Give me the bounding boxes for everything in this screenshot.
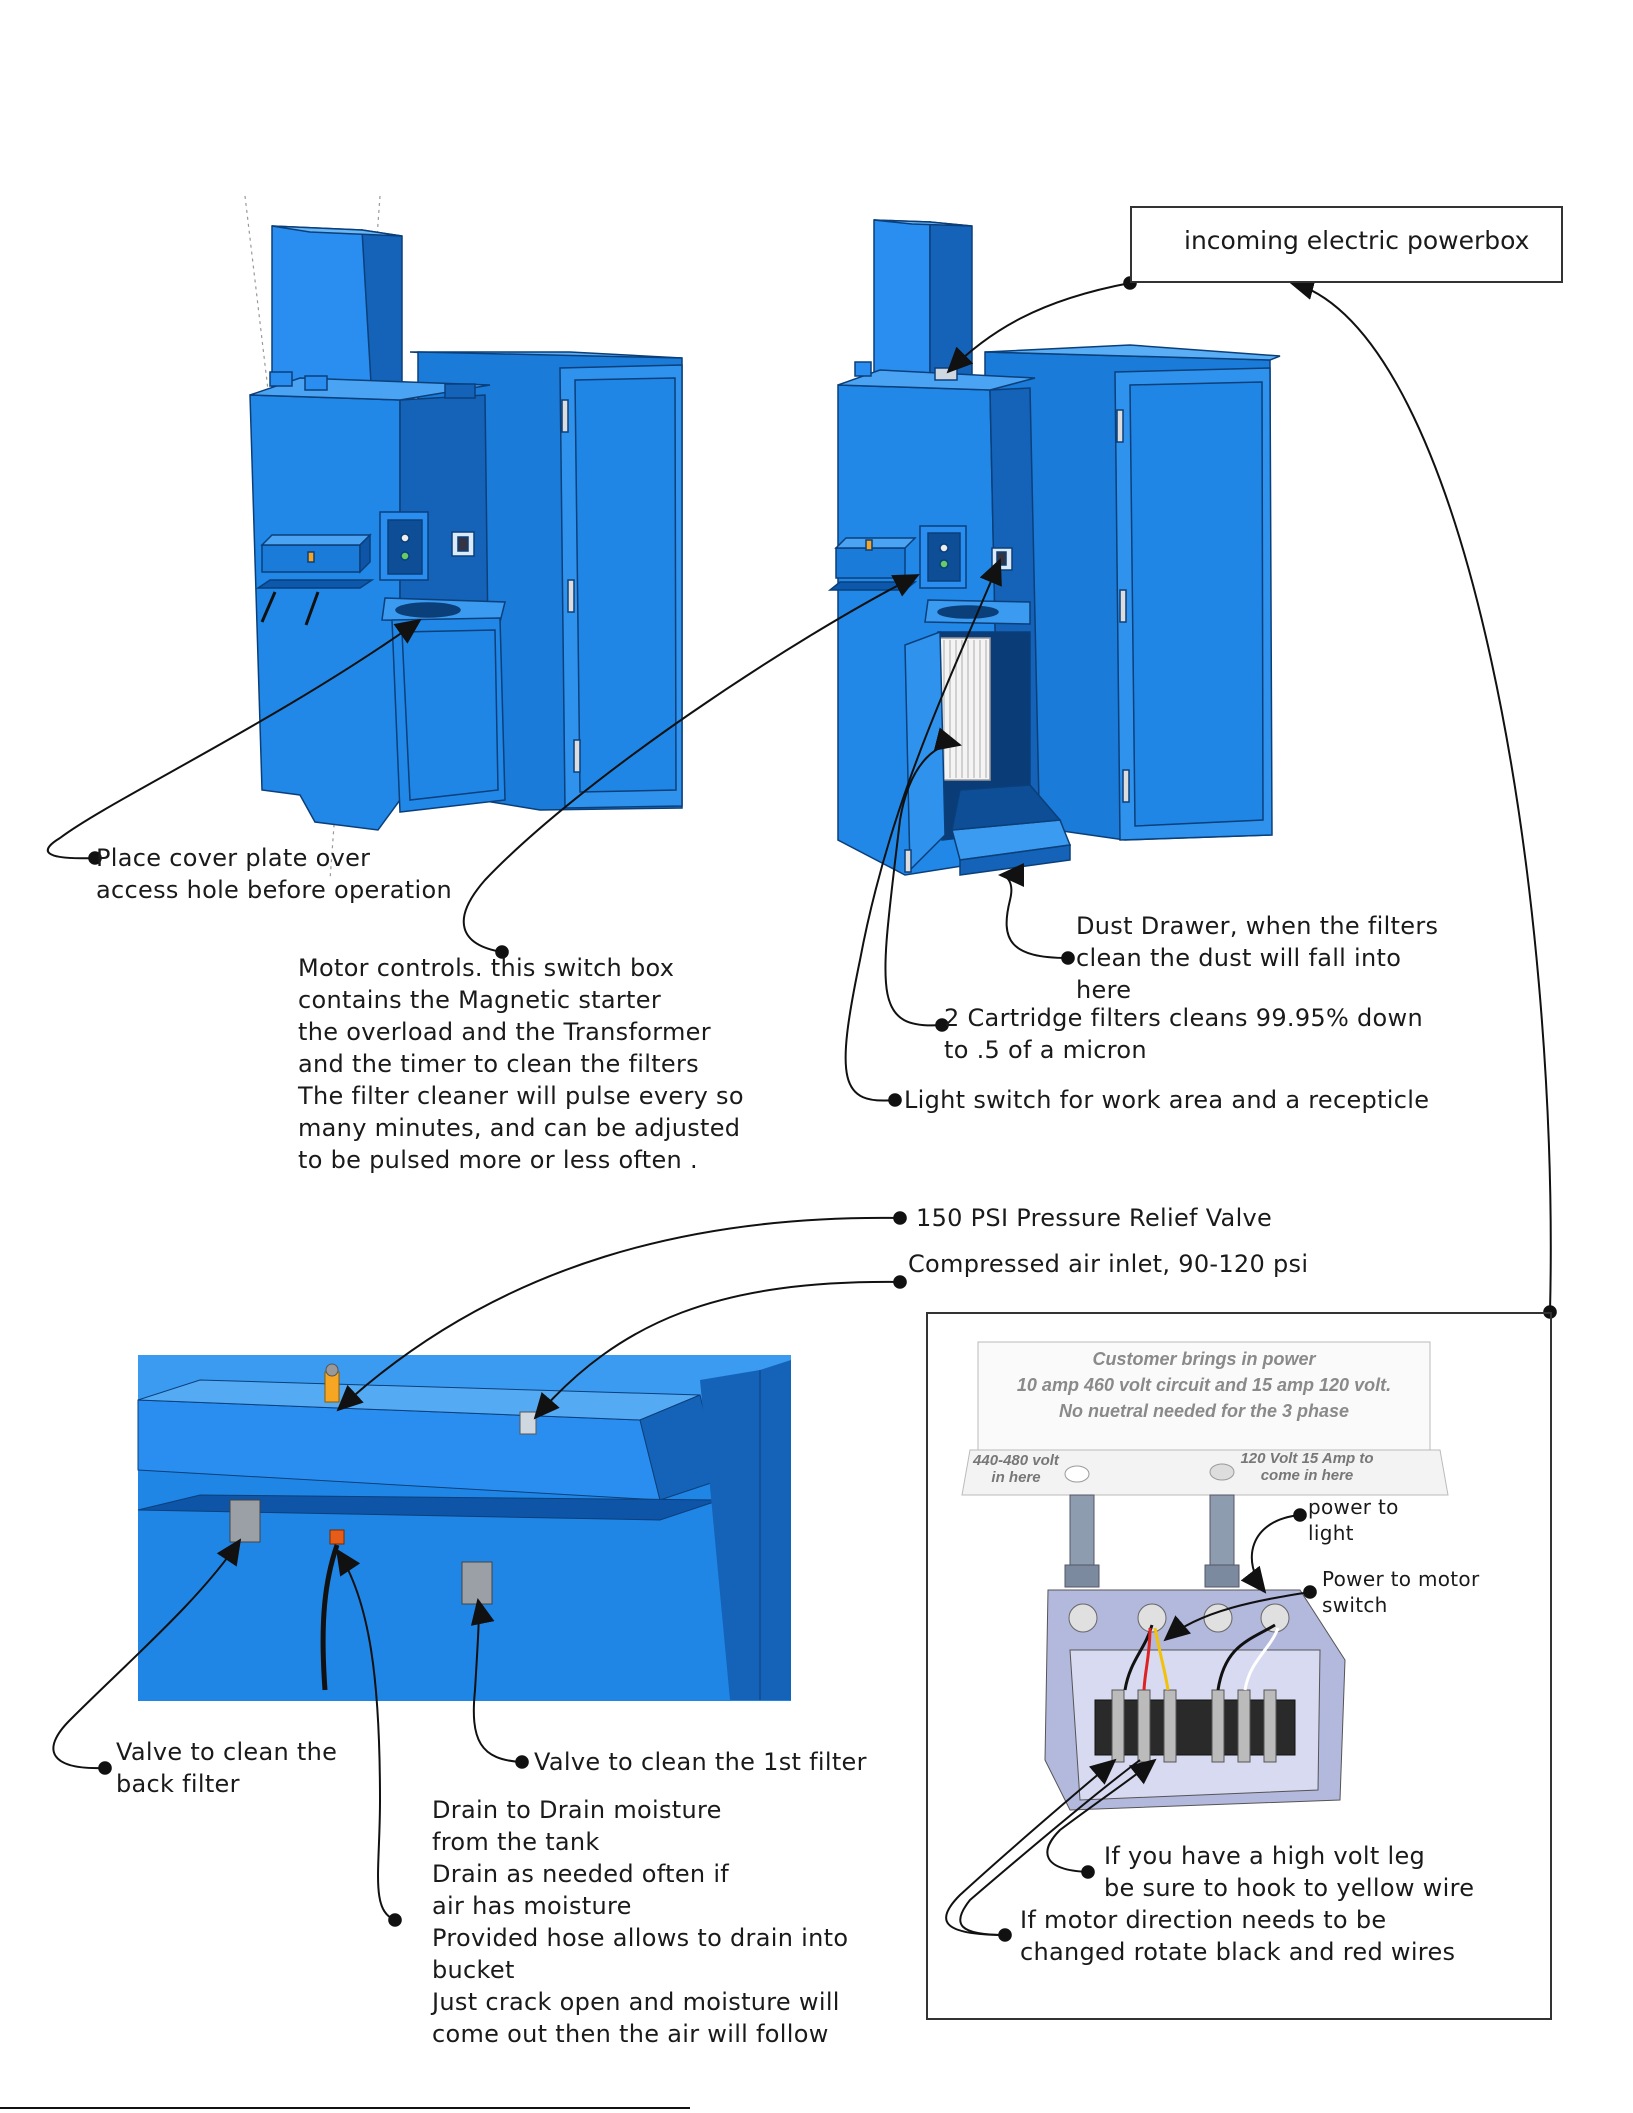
power-to-light-label: power to light — [1308, 1495, 1399, 1545]
panel-left-hole-text: 440-480 volt in here — [973, 1452, 1059, 1486]
air-inlet-label: Compressed air inlet, 90-120 psi — [908, 1250, 1309, 1278]
dust-collector-right-view — [827, 219, 1281, 876]
electric-powerbox-closeup — [961, 1341, 1449, 1811]
motor-controls-label: Motor controls. this switch box contains… — [298, 954, 744, 1174]
high-volt-leg-label: If you have a high volt leg be sure to h… — [1104, 1842, 1475, 1902]
cover-plate-label: Place cover plate over access hole befor… — [96, 844, 452, 904]
powerbox-callout: incoming electric powerbox — [1130, 206, 1563, 283]
cartridge-filters-label: 2 Cartridge filters cleans 99.95% down t… — [944, 1004, 1423, 1064]
power-to-motor-label: Power to motor switch — [1322, 1567, 1480, 1617]
dust-collector-left-view — [244, 195, 683, 881]
manifold-closeup — [137, 1355, 791, 1701]
light-switch-label: Light switch for work area and a recepti… — [904, 1086, 1430, 1114]
relief-valve-label: 150 PSI Pressure Relief Valve — [916, 1204, 1273, 1232]
valve-first-filter-label: Valve to clean the 1st filter — [534, 1748, 867, 1776]
panel-right-hole-text: 120 Volt 15 Amp to come in here — [1240, 1450, 1374, 1484]
valve-back-filter-label: Valve to clean the back filter — [116, 1738, 338, 1798]
electric-inset-frame — [926, 1312, 1552, 2020]
motor-direction-label: If motor direction needs to be changed r… — [1020, 1906, 1456, 1966]
drain-label: Drain to Drain moisture from the tank Dr… — [432, 1796, 849, 2048]
powerbox-label: incoming electric powerbox — [1184, 226, 1530, 255]
dust-drawer-label: Dust Drawer, when the filters clean the … — [1076, 912, 1439, 1004]
panel-header-text: Customer brings in power 10 amp 460 volt… — [1016, 1349, 1392, 1421]
